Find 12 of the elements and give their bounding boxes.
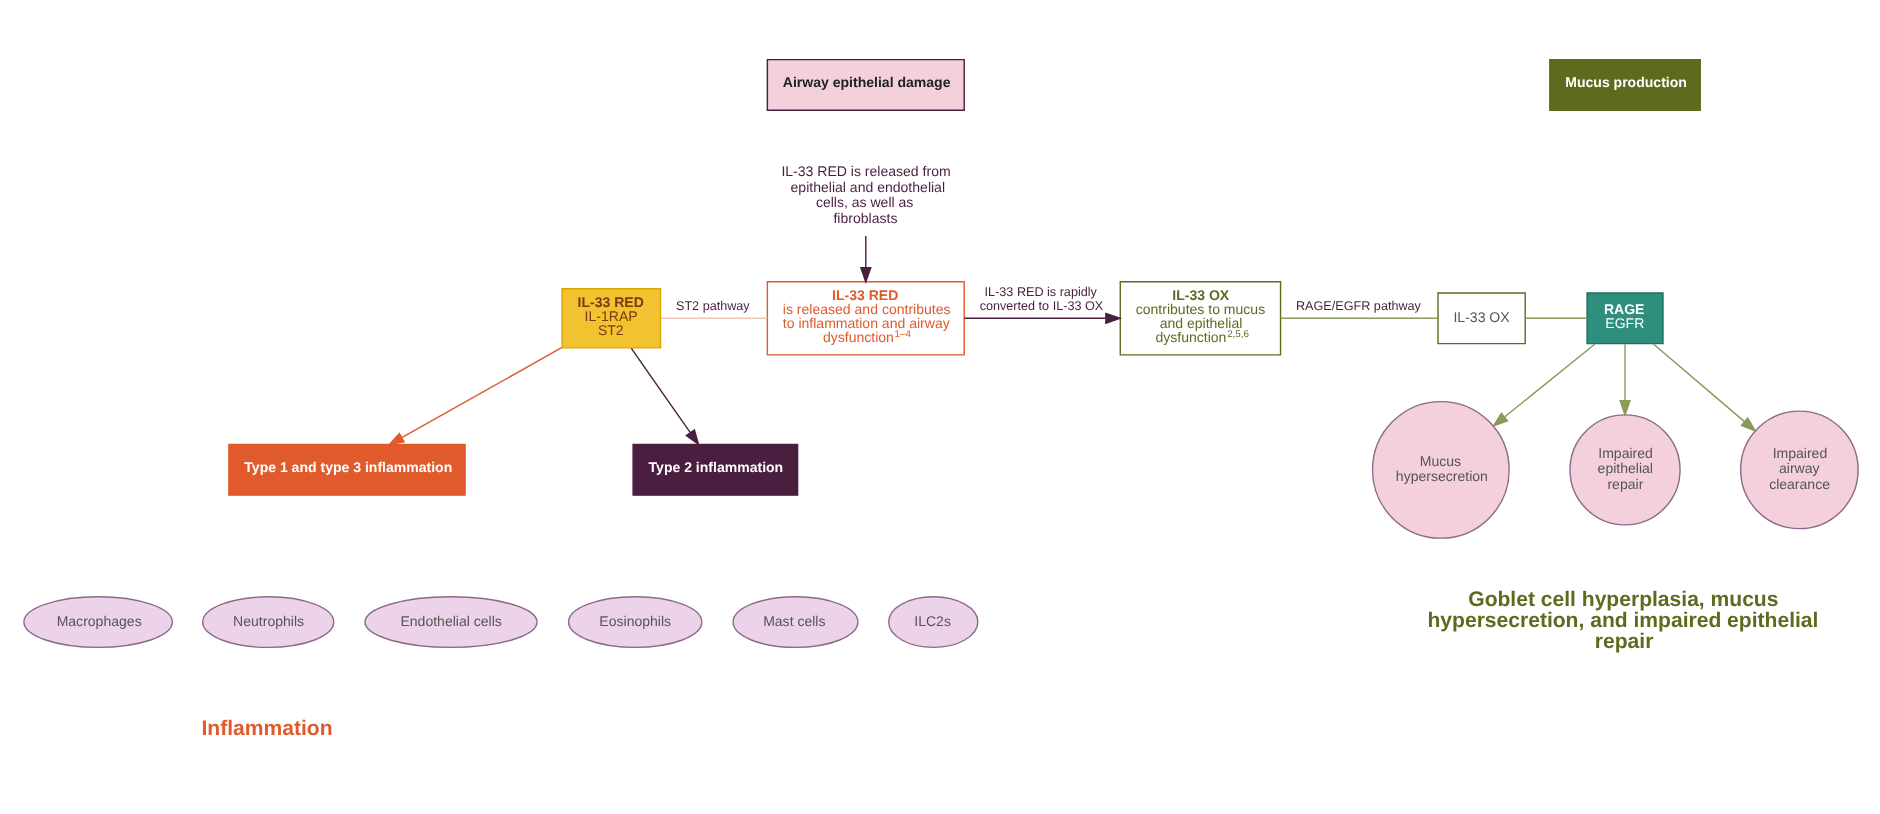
connector	[1278, 316, 1438, 319]
label: Inflammation	[200, 715, 332, 740]
arrow	[1490, 342, 1595, 427]
label: Goblet cell hyperplasia, mucus hypersecretion, and impaired epithelial repair	[1426, 586, 1818, 654]
arrow	[962, 311, 1122, 324]
arrow	[1618, 342, 1630, 416]
arrow	[386, 346, 562, 445]
arrow	[858, 234, 871, 283]
connector	[1523, 316, 1587, 319]
connector	[659, 316, 767, 319]
arrow	[629, 346, 699, 446]
arrow	[1651, 342, 1756, 432]
